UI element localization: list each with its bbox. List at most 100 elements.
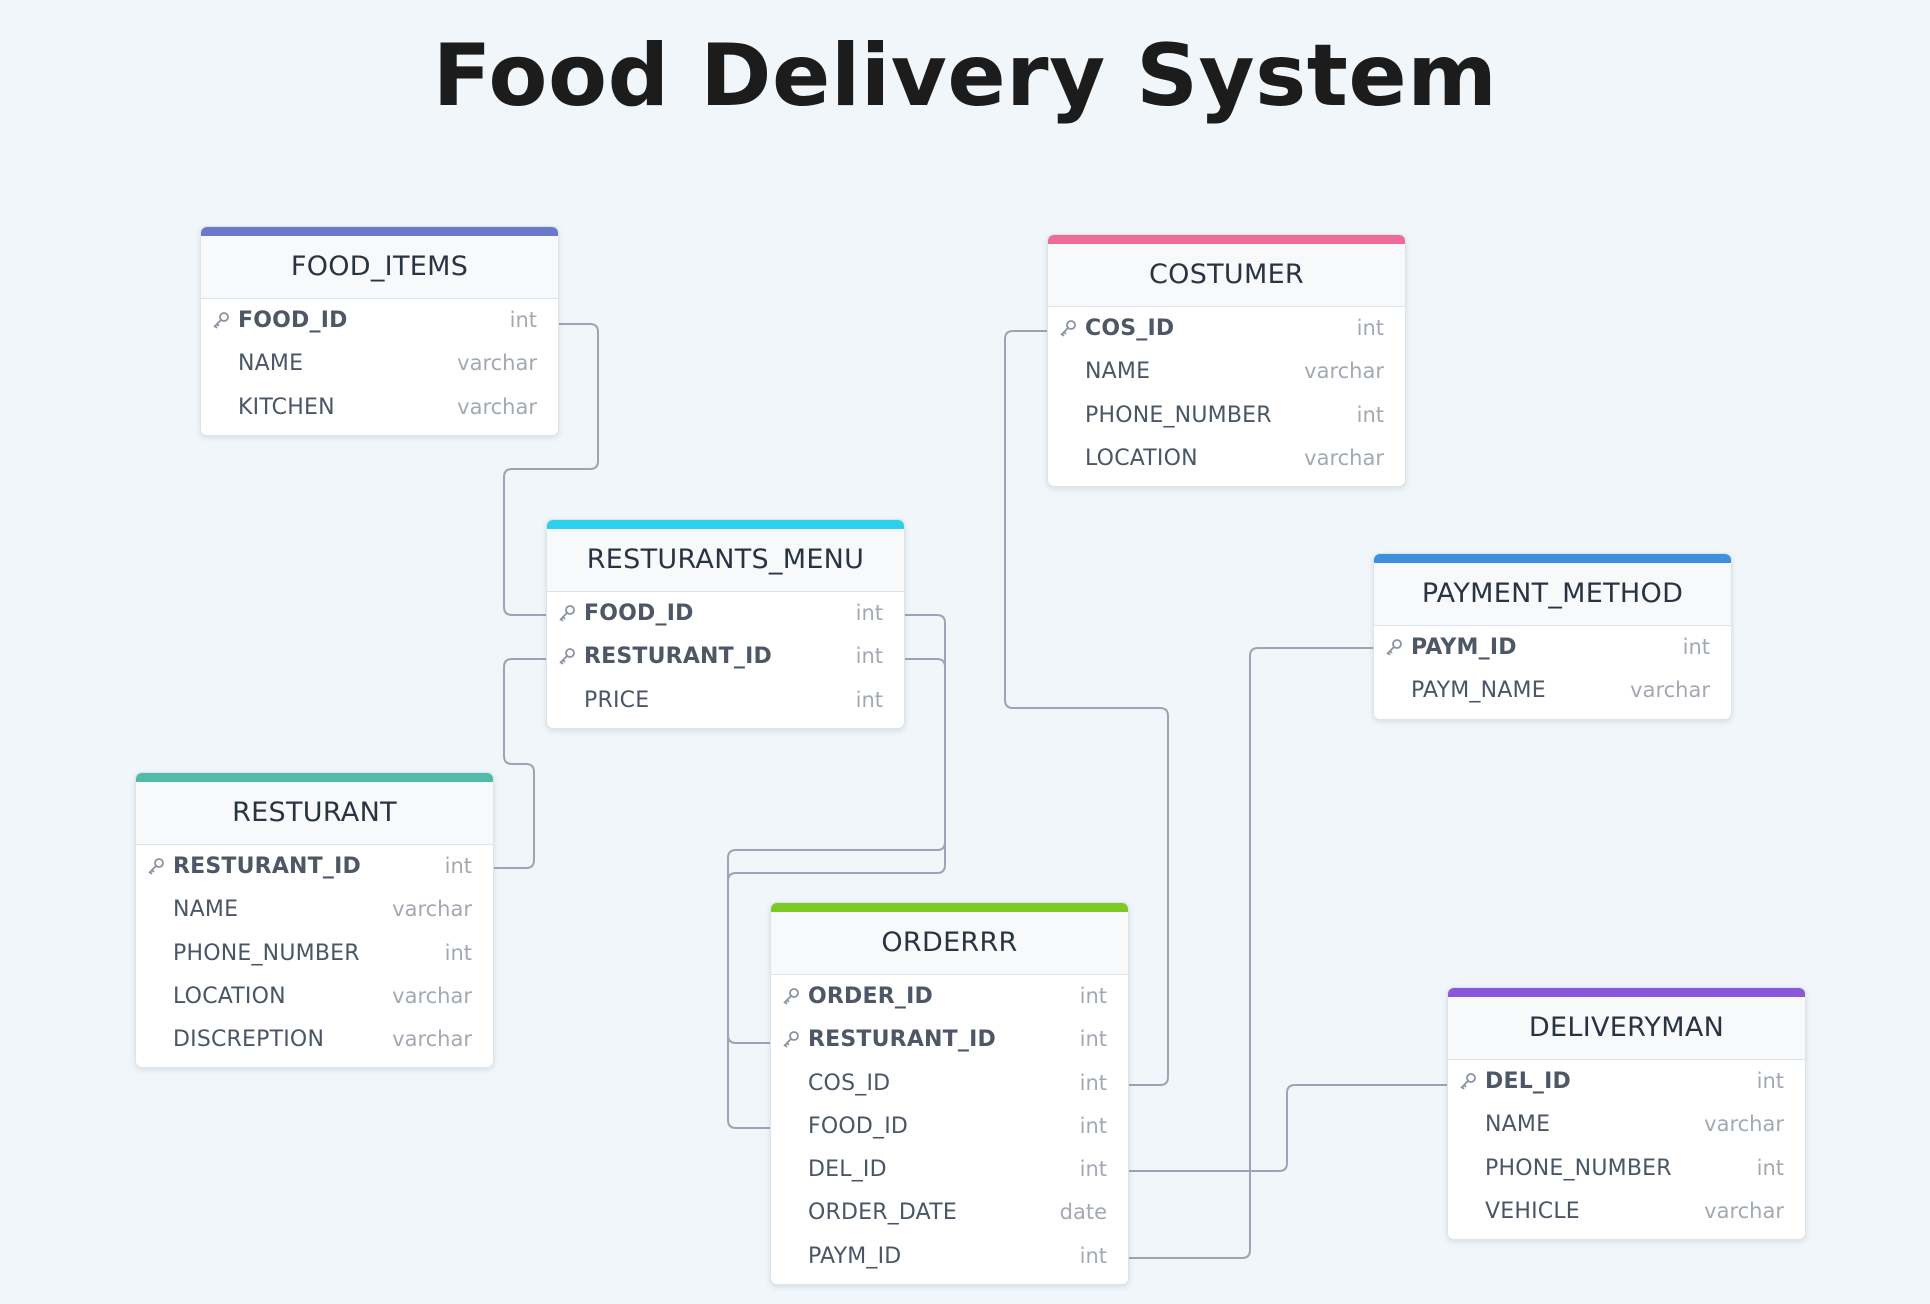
table-name[interactable]: RESTURANT [136, 782, 493, 845]
field-type: int [1682, 635, 1710, 659]
field-type: int [1356, 316, 1384, 340]
field-name: PAYM_ID [808, 1243, 902, 1269]
field-type: varchar [392, 983, 472, 1008]
connector-resturant-menu [492, 658, 546, 869]
field-type: varchar [1704, 1112, 1784, 1137]
field-row[interactable]: ORDER_DATE date [771, 1191, 1128, 1234]
field-type: int [855, 644, 883, 669]
field-type: int [509, 308, 537, 332]
field-type: varchar [457, 394, 537, 419]
field-type: int [444, 854, 472, 878]
field-row[interactable]: NAME varchar [1048, 350, 1405, 393]
field-type: int [1756, 1155, 1784, 1180]
field-row[interactable]: KITCHEN varchar [201, 386, 558, 429]
field-row[interactable]: VEHICLE varchar [1448, 1190, 1805, 1233]
key-icon [1460, 1073, 1476, 1090]
field-name: NAME [173, 897, 239, 923]
field-type: varchar [1304, 359, 1384, 384]
field-name: LOCATION [1085, 445, 1198, 471]
table-costumer[interactable]: COSTUMER COS_ID int NAME varchar PHONE_N… [1047, 234, 1406, 488]
table-name[interactable]: RESTURANTS_MENU [547, 529, 904, 592]
table-food-items[interactable]: FOOD_ITEMS FOOD_ID int NAME varchar KITC… [200, 226, 559, 436]
field-row[interactable]: PAYM_ID int [1374, 626, 1731, 669]
field-name: DISCREPTION [173, 1027, 325, 1053]
field-name: NAME [238, 351, 304, 377]
field-row[interactable]: FOOD_ID int [771, 1105, 1128, 1148]
key-icon [559, 648, 575, 665]
field-row[interactable]: RESTURANT_ID int [771, 1018, 1128, 1061]
field-name: COS_ID [1085, 316, 1175, 341]
field-type: varchar [457, 351, 537, 376]
table-payment-method[interactable]: PAYMENT_METHOD PAYM_ID int PAYM_NAME var… [1373, 553, 1732, 720]
table-name[interactable]: PAYMENT_METHOD [1374, 563, 1731, 626]
field-type: int [855, 687, 883, 712]
table-name[interactable]: DELIVERYMAN [1448, 997, 1805, 1060]
field-name: ORDER_ID [808, 984, 933, 1009]
table-name[interactable]: COSTUMER [1048, 244, 1405, 307]
field-name: RESTURANT_ID [584, 644, 772, 670]
field-type: varchar [392, 897, 472, 922]
table-name[interactable]: ORDERRR [771, 912, 1128, 975]
field-name: DEL_ID [808, 1157, 887, 1183]
field-name: RESTURANT_ID [808, 1027, 996, 1053]
field-type: int [1079, 1157, 1107, 1182]
connector-payment-order [1126, 647, 1373, 1259]
field-row[interactable]: FOOD_ID int [547, 592, 904, 635]
field-row[interactable]: PRICE int [547, 679, 904, 722]
field-row[interactable]: PHONE_NUMBER int [1448, 1147, 1805, 1190]
field-type: int [1079, 1243, 1107, 1268]
field-row[interactable]: RESTURANT_ID int [136, 845, 493, 888]
table-color-bar [1048, 235, 1405, 244]
key-icon [559, 605, 575, 622]
field-row[interactable]: PHONE_NUMBER int [1048, 394, 1405, 437]
table-deliveryman[interactable]: DELIVERYMAN DEL_ID int NAME varchar PHON… [1447, 987, 1806, 1241]
field-type: int [1356, 402, 1384, 427]
field-name: FOOD_ID [238, 308, 348, 333]
table-resturant[interactable]: RESTURANT RESTURANT_ID int NAME varchar … [135, 772, 494, 1069]
table-color-bar [201, 227, 558, 236]
field-name: RESTURANT_ID [173, 854, 361, 879]
field-type: varchar [1704, 1198, 1784, 1223]
field-row[interactable]: DEL_ID int [771, 1148, 1128, 1191]
table-resturants-menu[interactable]: RESTURANTS_MENU FOOD_ID int RESTURANT_ID… [546, 519, 905, 729]
field-type: varchar [1630, 678, 1710, 703]
field-name: DEL_ID [1485, 1069, 1571, 1094]
field-type: date [1059, 1200, 1107, 1225]
key-icon [148, 858, 164, 875]
field-row[interactable]: COS_ID int [771, 1062, 1128, 1105]
key-icon [1386, 639, 1402, 656]
field-row[interactable]: PHONE_NUMBER int [136, 932, 493, 975]
table-orderrr[interactable]: ORDERRR ORDER_ID int RESTURANT_ID int CO… [770, 902, 1129, 1286]
field-row[interactable]: NAME varchar [201, 342, 558, 385]
field-row[interactable]: NAME varchar [136, 888, 493, 931]
table-name[interactable]: FOOD_ITEMS [201, 236, 558, 299]
field-type: varchar [392, 1027, 472, 1052]
field-name: PHONE_NUMBER [1085, 402, 1272, 428]
field-type: int [444, 940, 472, 965]
connector-costumer-order [1004, 330, 1169, 1086]
field-name: NAME [1085, 359, 1151, 385]
table-color-bar [1448, 988, 1805, 997]
connector-fooditems-menu [503, 323, 599, 616]
field-name: PAYM_NAME [1411, 678, 1546, 704]
field-name: PRICE [584, 687, 650, 713]
key-icon [783, 1031, 799, 1048]
table-color-bar [771, 903, 1128, 912]
field-type: varchar [1304, 445, 1384, 470]
field-row[interactable]: FOOD_ID int [201, 299, 558, 342]
field-row[interactable]: DISCREPTION varchar [136, 1018, 493, 1061]
field-name: KITCHEN [238, 394, 335, 420]
field-name: NAME [1485, 1112, 1551, 1138]
field-type: int [1079, 984, 1107, 1008]
field-row[interactable]: LOCATION varchar [136, 975, 493, 1018]
table-color-bar [136, 773, 493, 782]
field-row[interactable]: COS_ID int [1048, 307, 1405, 350]
field-row[interactable]: LOCATION varchar [1048, 437, 1405, 480]
field-row[interactable]: PAYM_NAME varchar [1374, 669, 1731, 712]
field-row[interactable]: RESTURANT_ID int [547, 635, 904, 678]
field-row[interactable]: ORDER_ID int [771, 975, 1128, 1018]
field-row[interactable]: PAYM_ID int [771, 1235, 1128, 1278]
field-row[interactable]: NAME varchar [1448, 1103, 1805, 1146]
key-icon [1060, 320, 1076, 337]
field-row[interactable]: DEL_ID int [1448, 1060, 1805, 1103]
